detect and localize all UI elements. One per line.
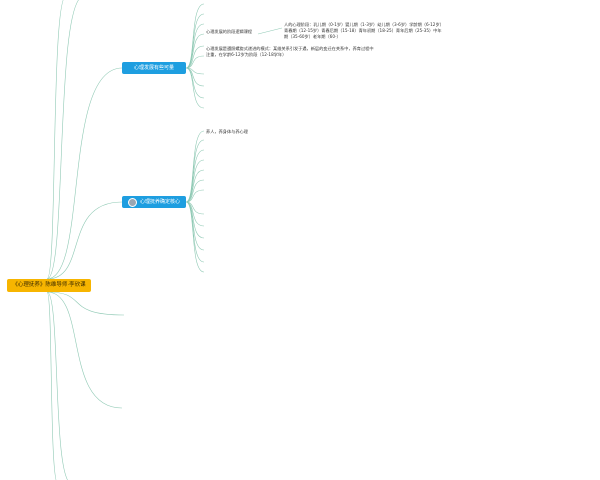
connector-line-20 bbox=[185, 201, 205, 251]
connector-root-top-offscreen-2 bbox=[46, 0, 80, 280]
connector-line-10 bbox=[185, 130, 205, 203]
branch-node-core-nurture[interactable]: 心理抚养确定核心 bbox=[122, 196, 186, 208]
connector-line-16 bbox=[185, 189, 205, 203]
connector-line-15 bbox=[185, 179, 205, 203]
connector-line-2 bbox=[185, 23, 205, 69]
connector-line-5 bbox=[185, 55, 205, 69]
root-node[interactable]: 《心理抚养》陈维导师·李欣课 bbox=[7, 279, 91, 292]
connector-line-13 bbox=[185, 159, 205, 203]
connector-root-top-offscreen bbox=[46, 0, 64, 280]
connector-line-7 bbox=[185, 67, 205, 87]
branch-node-core-nurture-label: 心理抚养确定核心 bbox=[139, 199, 180, 205]
connector-line-3 bbox=[185, 33, 205, 69]
connector-root-branch1 bbox=[46, 67, 123, 280]
connector-root-lower-1 bbox=[46, 291, 125, 316]
leaf-node-stage-logic[interactable]: 心理发展的阶段逻辑课程 bbox=[206, 29, 253, 34]
connector-line-9 bbox=[185, 67, 205, 109]
connector-line-22 bbox=[185, 201, 205, 273]
connector-line-1 bbox=[185, 13, 205, 69]
connector-root-bottom-offscreen-2 bbox=[46, 291, 69, 480]
connector-line-12 bbox=[185, 149, 205, 203]
connector-line-4 bbox=[185, 45, 205, 69]
connector-root-branch2 bbox=[46, 201, 123, 280]
avatar-icon bbox=[127, 197, 137, 207]
leaf-node-spiral-model[interactable]: 心理发展是遵照螺旋式递进的模式：某维关系引发于遇，新层的变迁在关系中，养育过程中… bbox=[206, 46, 374, 58]
leaf-node-body-mind[interactable]: 养人，养身体与养心理 bbox=[206, 129, 248, 134]
connector-stage-logic-detail bbox=[257, 27, 283, 35]
connector-root-lower-2 bbox=[46, 291, 123, 409]
leaf-node-stage-detail[interactable]: 人的心理阶段：乳儿期（0-1岁）婴儿期（1-3岁）幼儿期（3-6岁）学龄期（6-… bbox=[284, 22, 444, 40]
connector-root-bottom-offscreen bbox=[46, 291, 57, 480]
branch-node-psych-development[interactable]: 心理发展有些可量 bbox=[122, 62, 186, 74]
